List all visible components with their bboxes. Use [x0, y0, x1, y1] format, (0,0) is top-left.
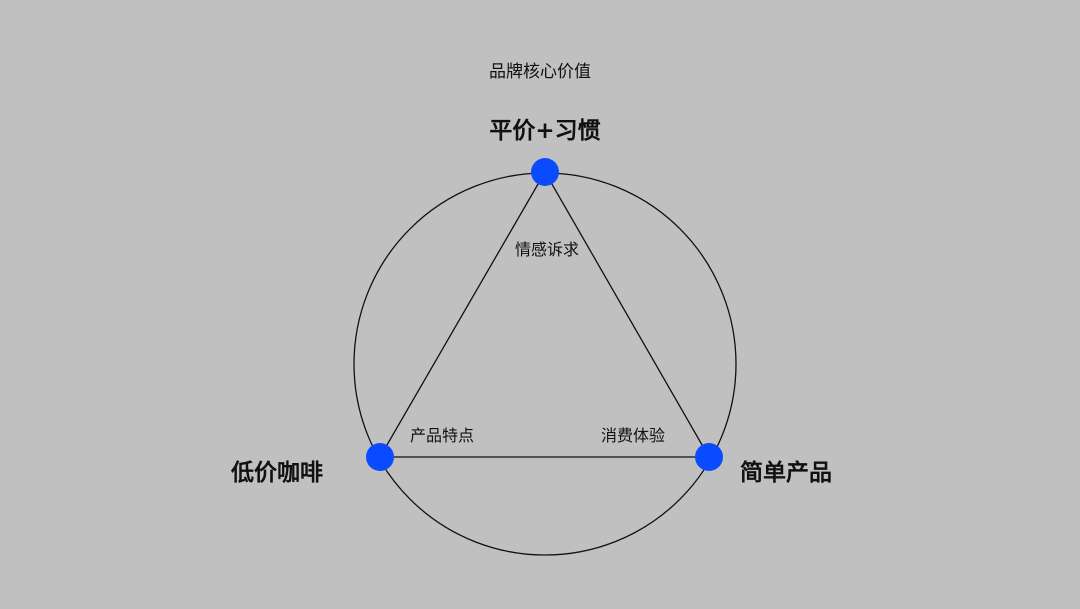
- inner-triangle: [378, 170, 711, 458]
- inner-label-emotional-appeal: 情感诉求: [514, 240, 580, 259]
- vertex-label-right: 简单产品: [740, 460, 832, 486]
- outer-circle: [353, 172, 737, 556]
- inner-label-consumer-experience: 消费体验: [601, 426, 666, 445]
- inner-label-product-features: 产品特点: [410, 426, 475, 445]
- vertex-label-top: 平价+习惯: [489, 118, 601, 144]
- diagram-title: 品牌核心价值: [489, 62, 591, 82]
- node-right: [695, 443, 723, 471]
- node-left: [366, 443, 394, 471]
- node-top: [531, 158, 559, 186]
- vertex-label-left: 低价咖啡: [231, 460, 323, 486]
